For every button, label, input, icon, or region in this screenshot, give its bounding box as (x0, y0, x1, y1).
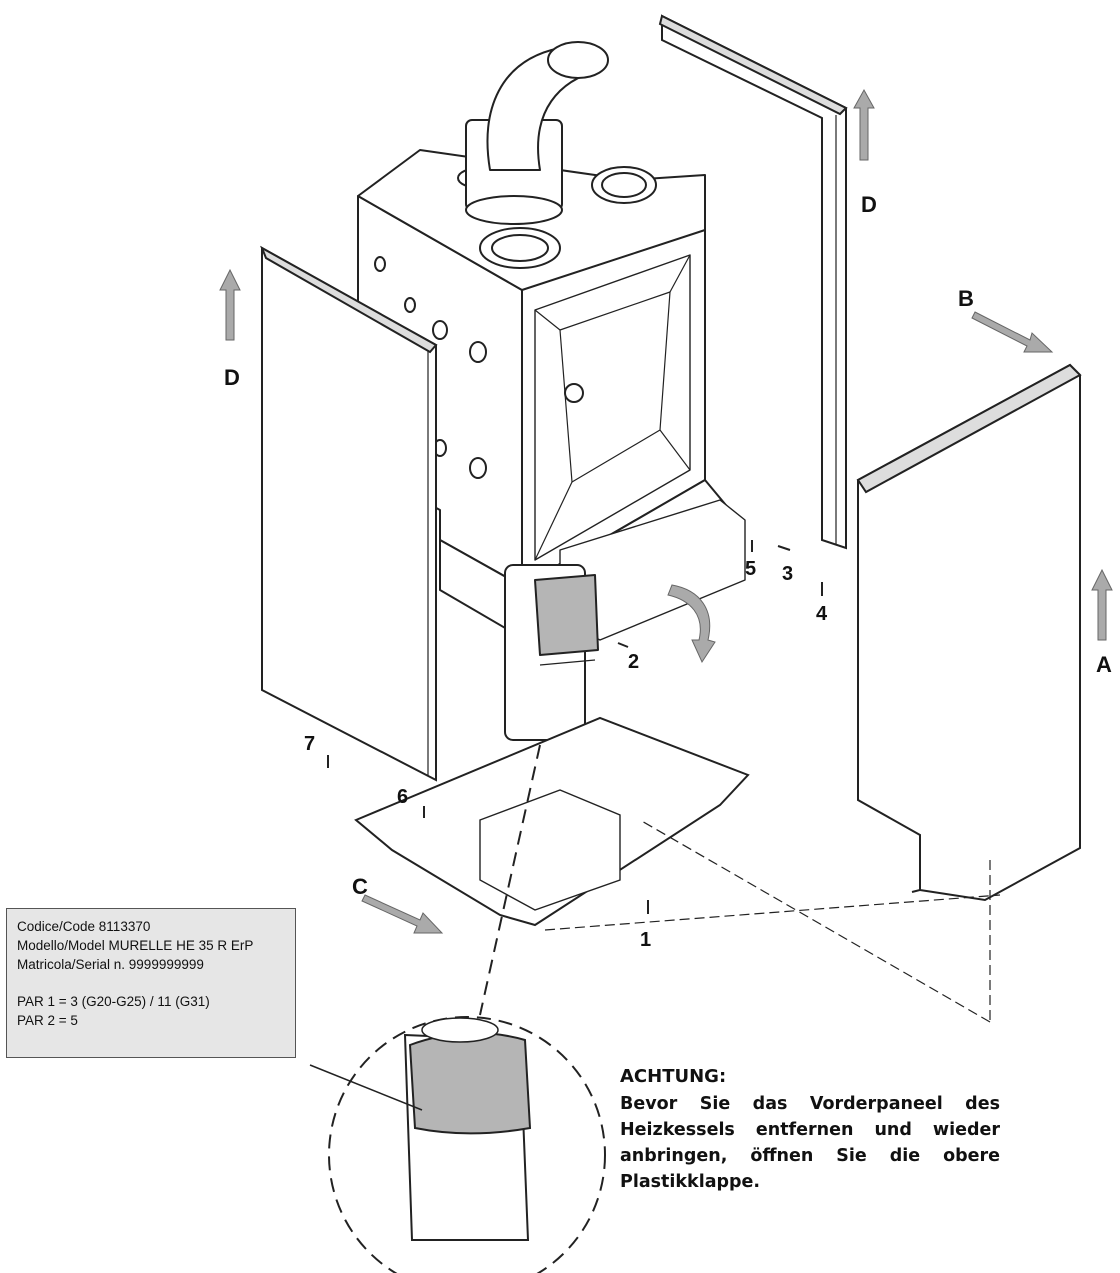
warning-title: ACHTUNG: (620, 1066, 727, 1087)
boiler-body (357, 41, 746, 741)
label-7: 7 (304, 733, 315, 755)
front-panel (856, 363, 1082, 902)
arrow-d-left-icon (219, 268, 241, 341)
screws (327, 540, 823, 914)
label-d-left: D (224, 365, 240, 390)
label-b: B (958, 286, 974, 311)
label-1: 1 (640, 929, 651, 951)
info-code: Codice/Code 8113370 (17, 919, 151, 934)
tilt-arrow-icon (667, 584, 716, 664)
callout-labels: A B C D D 1 2 3 4 5 6 7 (224, 192, 1112, 951)
label-d-right: D (861, 192, 877, 217)
info-par1: PAR 1 = 3 (G20-G25) / 11 (G31) (17, 994, 210, 1009)
info-serial: Matricola/Serial n. 9999999999 (17, 957, 204, 972)
detail-magnifier (309, 744, 606, 1273)
label-3: 3 (782, 563, 793, 585)
label-4: 4 (816, 603, 828, 625)
bottom-tray (354, 716, 1001, 1023)
warning-body: Bevor Sie das Vorderpaneel des Heizkesse… (620, 1094, 1000, 1192)
arrow-b-icon (971, 311, 1054, 353)
arrow-d-right-icon (853, 88, 875, 161)
direction-arrows (219, 88, 1113, 934)
left-side-panel (260, 245, 438, 782)
label-5: 5 (745, 558, 756, 580)
right-rear-panel (658, 14, 848, 550)
info-par2: PAR 2 = 5 (17, 1013, 78, 1028)
label-a: A (1096, 652, 1112, 677)
warning-note: ACHTUNG: Bevor Sie das Vorderpaneel des … (620, 1066, 1000, 1195)
label-2: 2 (628, 651, 639, 673)
arrow-a-icon (1091, 568, 1113, 641)
label-c: C (352, 874, 368, 899)
arrow-c-icon (361, 894, 444, 934)
rating-plate-box: Codice/Code 8113370 Modello/Model MURELL… (6, 908, 296, 1058)
info-model: Modello/Model MURELLE HE 35 R ErP (17, 938, 254, 953)
label-6: 6 (397, 786, 408, 808)
